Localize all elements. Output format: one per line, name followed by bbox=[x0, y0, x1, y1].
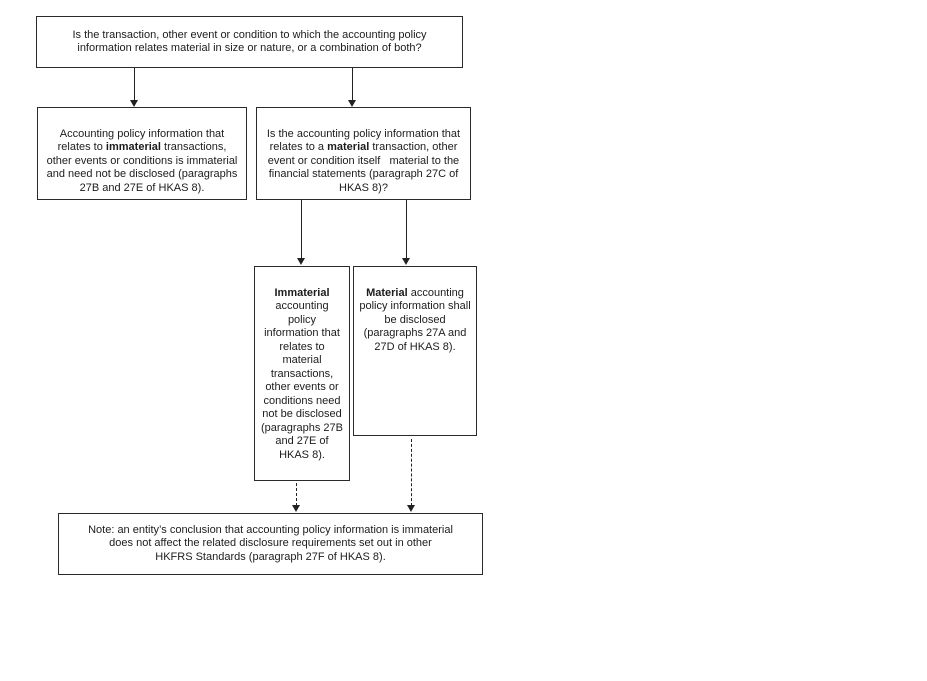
node-immaterial-transactions: Accounting policy information that relat… bbox=[37, 107, 247, 200]
arrow-line-dashed bbox=[296, 483, 297, 506]
arrowhead-down-icon bbox=[348, 100, 356, 107]
arrowhead-down-icon bbox=[130, 100, 138, 107]
arrow-line bbox=[134, 68, 135, 101]
node-question-materiality: Is the transaction, other event or condi… bbox=[36, 16, 463, 68]
arrow-line bbox=[406, 200, 407, 259]
arrow-question-to-policy-question bbox=[348, 68, 357, 107]
arrow-line-dashed bbox=[411, 439, 412, 506]
node-note: Note: an entity’s conclusion that accoun… bbox=[58, 513, 483, 575]
arrowhead-down-icon bbox=[402, 258, 410, 265]
arrowhead-down-icon bbox=[407, 505, 415, 512]
dashed-arrow-material-policy-to-note bbox=[407, 439, 416, 512]
node-question-policy-material-text: Is the accounting policy information tha… bbox=[266, 127, 461, 194]
arrowhead-down-icon bbox=[292, 505, 300, 512]
node-question-policy-material: Is the accounting policy information tha… bbox=[256, 107, 471, 200]
node-material-policy-info-text: Material accounting policy information s… bbox=[359, 286, 471, 353]
arrow-line bbox=[301, 200, 302, 259]
node-question-materiality-text: Is the transaction, other event or condi… bbox=[72, 28, 427, 55]
node-material-policy-info: Material accounting policy information s… bbox=[353, 266, 477, 436]
node-immaterial-policy-info: Immaterial accounting policy information… bbox=[254, 266, 350, 481]
node-immaterial-transactions-text: Accounting policy information that relat… bbox=[46, 127, 238, 194]
dashed-arrow-immaterial-policy-to-note bbox=[292, 483, 301, 512]
arrow-policy-question-to-immaterial-policy bbox=[297, 200, 306, 265]
arrow-line bbox=[352, 68, 353, 101]
arrow-policy-question-to-material-policy bbox=[402, 200, 411, 265]
node-note-text: Note: an entity’s conclusion that accoun… bbox=[88, 523, 453, 563]
arrow-question-to-immaterial-transactions bbox=[130, 68, 139, 107]
node-immaterial-policy-info-text: Immaterial accounting policy information… bbox=[261, 286, 343, 461]
arrowhead-down-icon bbox=[297, 258, 305, 265]
